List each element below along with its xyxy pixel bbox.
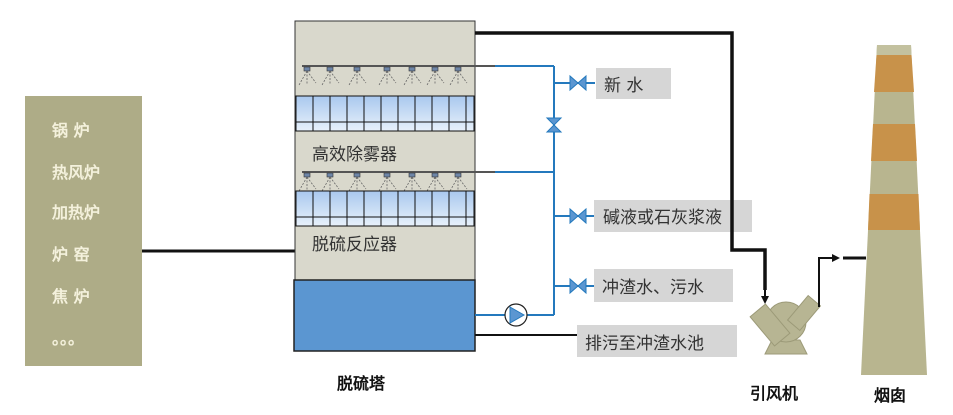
induced-draft-fan-icon xyxy=(749,294,822,355)
fan-outlet-arrow xyxy=(818,254,840,307)
source-item: 焦 炉 xyxy=(51,287,90,306)
spray-nozzle-icon xyxy=(403,172,422,192)
spray-nozzles-upper xyxy=(298,66,468,86)
tower-caption: 脱硫塔 xyxy=(337,374,386,393)
source-item: 炉 窑 xyxy=(52,245,90,264)
label-fresh-water: 新 水 xyxy=(596,68,671,99)
spray-nozzle-icon xyxy=(403,66,422,86)
spray-nozzle-icon xyxy=(348,66,367,86)
clean-gas-duct xyxy=(475,31,767,290)
spray-nozzle-icon xyxy=(378,66,397,86)
liquid-pipe-network xyxy=(475,65,595,316)
source-item: 加热炉 xyxy=(51,203,100,222)
spray-nozzle-icon xyxy=(298,172,317,192)
spray-nozzles-lower xyxy=(298,172,468,192)
desulfurization-tower: 高效除雾器 脱硫反应器 脱硫塔 xyxy=(293,20,495,393)
label-alkali: 碱液或石灰浆液 xyxy=(594,200,752,232)
tower-body xyxy=(294,20,476,282)
valve-alkali[interactable] xyxy=(569,207,587,225)
valve-slag-water[interactable] xyxy=(569,277,587,295)
reactor-label: 脱硫反应器 xyxy=(312,235,397,255)
label-discharge: 排污至冲渣水池 xyxy=(577,325,737,357)
spray-nozzle-icon xyxy=(378,172,397,192)
slag-water-text: 冲渣水、污水 xyxy=(602,278,704,298)
spray-nozzle-icon xyxy=(426,172,445,192)
fresh-water-text: 新 水 xyxy=(604,76,643,96)
source-item: 热风炉 xyxy=(52,163,100,182)
valve-fresh-water[interactable] xyxy=(569,74,587,92)
spray-nozzle-icon xyxy=(449,66,468,86)
spray-nozzle-icon xyxy=(298,66,317,86)
chimney-caption: 烟囱 xyxy=(874,386,906,405)
spray-nozzle-icon xyxy=(321,66,340,86)
spray-nozzle-icon xyxy=(321,172,340,192)
packing-layer-lower xyxy=(295,190,475,227)
sources-background xyxy=(25,96,142,366)
demister-label: 高效除雾器 xyxy=(312,145,397,165)
spray-nozzle-icon xyxy=(426,66,445,86)
source-item: 。。。 xyxy=(52,329,84,348)
spray-nozzle-icon xyxy=(449,172,468,192)
discharge-text: 排污至冲渣水池 xyxy=(585,334,704,354)
fan-caption: 引风机 xyxy=(750,384,798,403)
chimney-icon xyxy=(861,45,927,375)
source-item: 锅 炉 xyxy=(52,121,90,140)
packing-layer-upper xyxy=(295,95,475,132)
circulation-pump-icon[interactable] xyxy=(504,303,528,327)
valve-vertical[interactable] xyxy=(545,117,563,133)
tower-liquid-sump xyxy=(293,279,476,352)
flue-gas-sources-box: 锅 炉 热风炉 加热炉 炉 窑 焦 炉 。。。 xyxy=(25,96,142,366)
label-slag-water: 冲渣水、污水 xyxy=(594,269,733,302)
spray-nozzle-icon xyxy=(348,172,367,192)
alkali-text: 碱液或石灰浆液 xyxy=(603,208,722,228)
